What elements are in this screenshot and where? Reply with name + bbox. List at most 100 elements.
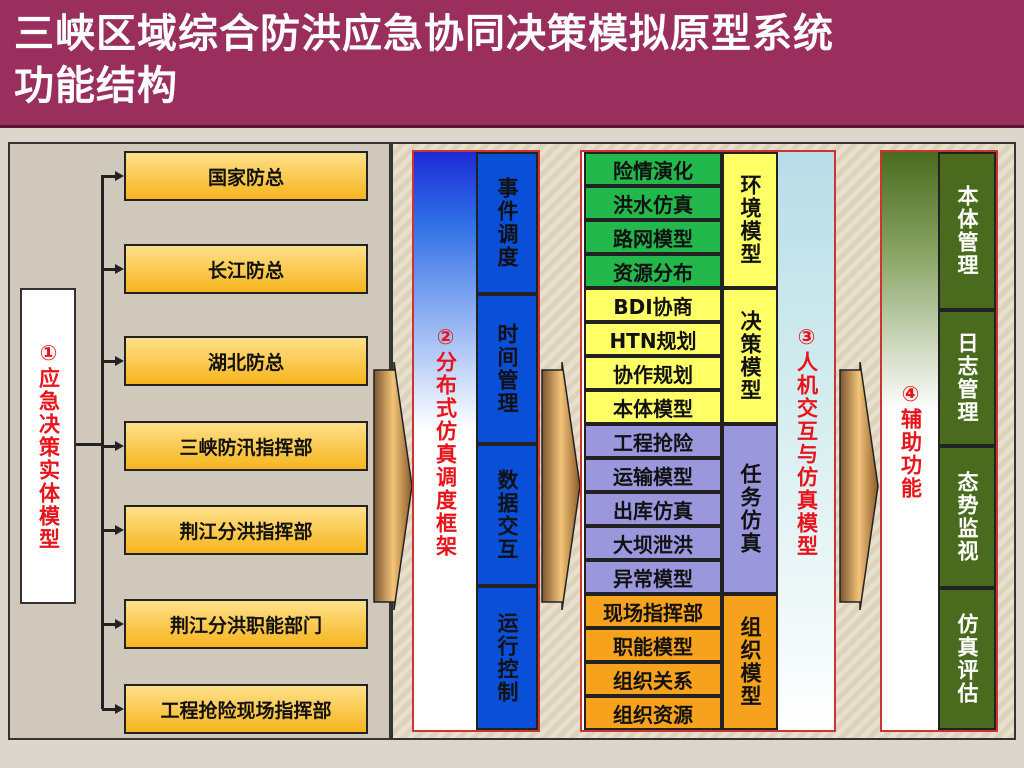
entity-item: 湖北防总	[124, 336, 368, 386]
model-group-text: 环境模型	[738, 174, 762, 266]
entity-branch-line	[102, 175, 116, 178]
auxiliary-label: ④辅助功能	[898, 382, 923, 500]
entity-item-label: 长江防总	[207, 259, 284, 282]
model-cell-label: 组织资源	[613, 702, 693, 727]
entity-branch-arrowhead	[115, 171, 124, 181]
entity-item-label: 工程抢险现场指挥部	[160, 699, 332, 722]
model-cell-label: 洪水仿真	[613, 192, 693, 217]
model-group-label: 环境模型	[722, 152, 778, 288]
flow-arrow-1	[373, 362, 413, 610]
model-cell-label: 工程抢险	[613, 430, 693, 455]
entity-model-label-text: ①应急决策实体模型	[36, 341, 61, 551]
model-cell-label: 职能模型	[613, 634, 693, 659]
model-cell-label: 路网模型	[613, 226, 693, 251]
framework-item: 数据交互	[476, 444, 538, 586]
entity-item: 长江防总	[124, 244, 368, 294]
model-cell: 险情演化	[584, 152, 722, 186]
entity-item: 三峡防汛指挥部	[124, 421, 368, 471]
framework-item: 时间管理	[476, 294, 538, 444]
auxiliary-item: 日志管理	[938, 310, 996, 446]
model-cell-label: 大坝泄洪	[613, 532, 693, 557]
entity-item: 荆江分洪职能部门	[124, 599, 368, 649]
entity-item: 国家防总	[124, 151, 368, 201]
entity-connector-trunk	[101, 175, 104, 709]
framework-item-label: 事件调度	[495, 177, 519, 269]
model-cell: 洪水仿真	[584, 186, 722, 220]
model-cell: 资源分布	[584, 254, 722, 288]
auxiliary-item: 态势监视	[938, 446, 996, 588]
model-cell: 本体模型	[584, 390, 722, 424]
entity-branch-line	[102, 529, 116, 532]
model-cell-label: 协作规划	[613, 362, 693, 387]
auxiliary-item: 本体管理	[938, 152, 996, 310]
model-cell: 运输模型	[584, 458, 722, 492]
entity-item-label: 湖北防总	[207, 351, 284, 374]
model-cell: 异常模型	[584, 560, 722, 594]
model-cell: 工程抢险	[584, 424, 722, 458]
entity-item: 工程抢险现场指挥部	[124, 684, 368, 734]
model-group-text: 决策模型	[738, 310, 762, 402]
model-group-text: 任务仿真	[738, 463, 762, 555]
model-cell-label: 险情演化	[613, 158, 693, 183]
entity-connector-stem	[76, 443, 102, 446]
interaction-column: ③人机交互与仿真模型	[778, 152, 834, 730]
model-cell: 组织关系	[584, 662, 722, 696]
page-title-line2: 功能结构	[14, 63, 178, 109]
auxiliary-item-label: 本体管理	[955, 185, 979, 277]
model-cell-label: 资源分布	[613, 260, 693, 285]
auxiliary-item-label: 态势监视	[955, 471, 979, 563]
entity-item-label: 荆江分洪职能部门	[169, 614, 322, 637]
entity-item: 荆江分洪指挥部	[124, 505, 368, 555]
entity-branch-arrowhead	[115, 525, 124, 535]
entity-branch-line	[102, 445, 116, 448]
model-cell: 组织资源	[584, 696, 722, 730]
page-title-line1: 三峡区域综合防洪应急协同决策模拟原型系统	[14, 11, 834, 57]
flow-arrow-3	[839, 362, 879, 610]
model-cell: 职能模型	[584, 628, 722, 662]
interaction-label: ③人机交互与仿真模型	[794, 324, 819, 558]
entity-branch-arrowhead	[115, 619, 124, 629]
entity-item-label: 三峡防汛指挥部	[179, 436, 313, 459]
model-cell-label: 本体模型	[613, 396, 693, 421]
model-group-label: 决策模型	[722, 288, 778, 424]
model-cell-label: 现场指挥部	[603, 600, 703, 625]
flow-arrow-2	[541, 362, 581, 610]
model-cell: 路网模型	[584, 220, 722, 254]
framework-item-label: 数据交互	[495, 469, 519, 561]
entity-branch-arrowhead	[115, 264, 124, 274]
entity-branch-arrowhead	[115, 441, 124, 451]
model-cell-label: HTN规划	[609, 328, 697, 353]
auxiliary-item: 仿真评估	[938, 588, 996, 730]
model-cell-label: 组织关系	[613, 668, 693, 693]
model-cell: 大坝泄洪	[584, 526, 722, 560]
model-cell: 现场指挥部	[584, 594, 722, 628]
auxiliary-item-label: 日志管理	[955, 332, 979, 424]
model-cell: 协作规划	[584, 356, 722, 390]
model-group-label: 任务仿真	[722, 424, 778, 594]
model-cell-label: 运输模型	[613, 464, 693, 489]
framework-label-column: ②分布式仿真调度框架	[414, 152, 476, 730]
model-cell: 出库仿真	[584, 492, 722, 526]
entity-item-label: 荆江分洪指挥部	[179, 520, 313, 543]
framework-item-label: 运行控制	[495, 612, 519, 704]
title-bar: 三峡区域综合防洪应急协同决策模拟原型系统 功能结构	[0, 0, 1024, 128]
model-cell-label: BDI协商	[613, 294, 693, 319]
model-cell: HTN规划	[584, 322, 722, 356]
model-group-label: 组织模型	[722, 594, 778, 730]
entity-model-label: ①应急决策实体模型	[20, 288, 76, 604]
entity-branch-line	[102, 623, 116, 626]
entity-item-label: 国家防总	[207, 166, 284, 189]
model-cell-label: 异常模型	[613, 566, 693, 591]
entity-branch-line	[102, 268, 116, 271]
model-group-text: 组织模型	[738, 616, 762, 708]
entity-branch-line	[102, 360, 116, 363]
entity-branch-arrowhead	[115, 356, 124, 366]
framework-label: ②分布式仿真调度框架	[433, 324, 458, 558]
auxiliary-item-label: 仿真评估	[955, 613, 979, 705]
framework-item: 事件调度	[476, 152, 538, 294]
model-cell: BDI协商	[584, 288, 722, 322]
framework-item: 运行控制	[476, 586, 538, 730]
framework-item-label: 时间管理	[495, 323, 519, 415]
auxiliary-label-column: ④辅助功能	[882, 152, 938, 730]
entity-branch-line	[102, 708, 116, 711]
